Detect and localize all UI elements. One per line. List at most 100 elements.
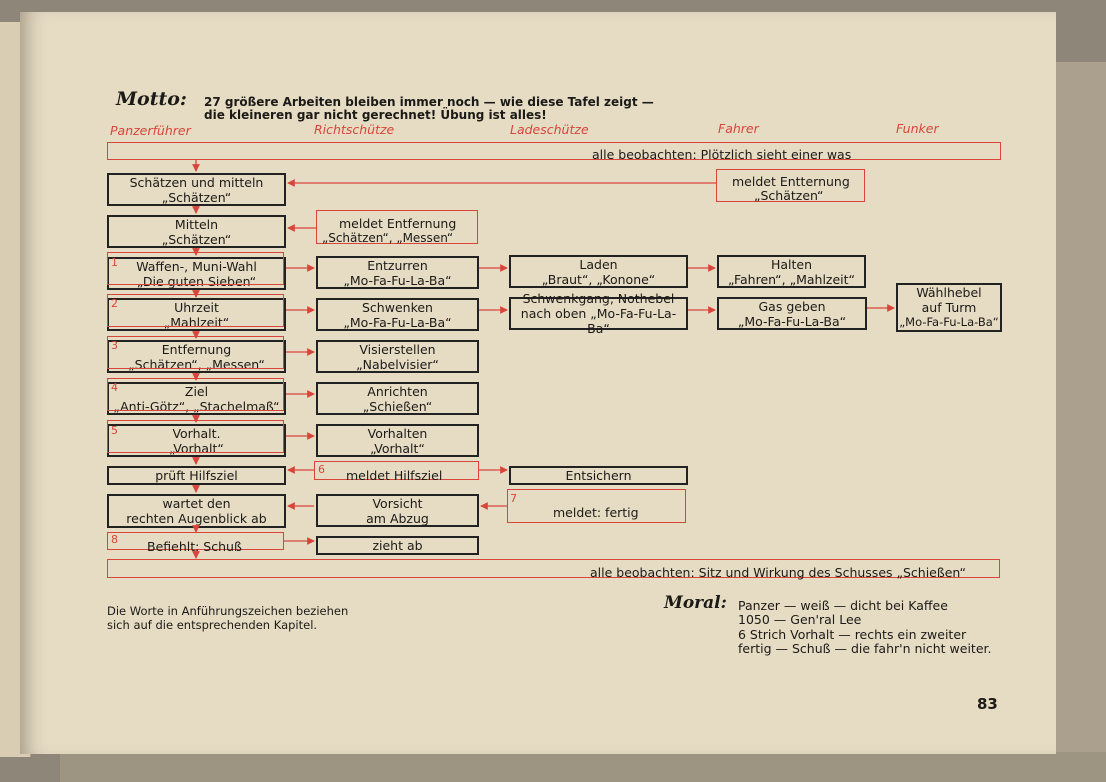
- column-header-richtschuetze: Richtschütze: [314, 122, 395, 137]
- top-bar: [107, 142, 1001, 160]
- box-meldet-entternung: [716, 169, 865, 202]
- box-text: „Mahlzeit“: [163, 314, 230, 330]
- box-text: meldet Hilfsziel: [346, 468, 443, 483]
- box-zieht-ab: zieht ab: [316, 536, 479, 555]
- box-text: nach oben „Mo-Fa-Fu-La-Ba“: [520, 306, 677, 336]
- step-number: 1: [111, 256, 118, 269]
- moral-label: Moral:: [664, 593, 727, 613]
- column-header-panzerfuehrer: Panzerführer: [110, 123, 191, 138]
- box-text: „Mo-Fa-Fu-La-Ba“: [343, 314, 452, 330]
- box-schaetzen-mitteln: Schätzen und mitteln„Schätzen“: [107, 173, 286, 206]
- box-text: „Schießen“: [362, 398, 433, 414]
- motto-label: Motto:: [116, 88, 187, 110]
- step-number: 8: [111, 533, 118, 546]
- box-meldet-hilfsziel: [314, 461, 479, 480]
- column-header-funker: Funker: [896, 121, 939, 136]
- page-number: 83: [977, 695, 998, 713]
- moral-line-4: fertig — Schuß — die fahr'n nicht weiter…: [738, 641, 992, 656]
- box-text: Vorhalten: [367, 425, 428, 441]
- box-text: Entsichern: [565, 468, 632, 483]
- box-text: meldet Entternung: [732, 174, 850, 189]
- bottom-bar-text: alle beobachten: Sitz und Wirkung des Sc…: [590, 565, 966, 580]
- column-header-fahrer: Fahrer: [718, 121, 759, 136]
- box-text: Entzurren: [367, 257, 428, 273]
- box-text: Waffen-, Muni-Wahl: [136, 258, 257, 274]
- box-text: „Schätzen“, „Messen“: [322, 231, 454, 245]
- box-vorhalten: Vorhalten„Vorhalt“: [316, 424, 479, 457]
- box-text: zieht ab: [372, 538, 423, 553]
- box-meldet-entfernung: [316, 210, 478, 244]
- box-text: Schwenken: [362, 299, 433, 315]
- box-schwenken: Schwenken„Mo-Fa-Fu-La-Ba“: [316, 298, 479, 331]
- box-text: „Schätzen“: [754, 188, 824, 203]
- box-text: meldet: fertig: [553, 505, 639, 520]
- box-text: Wählhebel: [916, 285, 982, 300]
- box-text: Entfernung: [161, 341, 232, 357]
- box-entzurren: Entzurren„Mo-Fa-Fu-La-Ba“: [316, 256, 479, 289]
- box-text: Laden: [579, 256, 618, 272]
- box-entfernung: Entfernung„Schätzen“, „Messen“: [107, 340, 286, 373]
- box-text: Halten: [770, 256, 813, 272]
- box-text: Vorsicht: [372, 495, 423, 511]
- box-text: prüft Hilfsziel: [155, 468, 238, 483]
- step-number: 6: [318, 463, 325, 476]
- box-halten: Halten„Fahren“, „Mahlzeit“: [717, 255, 866, 288]
- box-text: Visierstellen: [359, 341, 436, 357]
- top-bar-text: alle beobachten: Plötzlich sieht einer w…: [592, 147, 852, 162]
- box-meldet-fertig: [507, 489, 686, 523]
- box-text: „Vorhalt“: [169, 440, 224, 456]
- step-number: 3: [111, 339, 118, 352]
- box-text: Schätzen und mitteln: [129, 174, 264, 190]
- motto-line-2: die kleineren gar nicht gerechnet! Übung…: [204, 108, 547, 122]
- box-text: „Anti-Götz“, „Stachelmaß“: [113, 398, 280, 414]
- box-text: „Schätzen“: [161, 231, 232, 247]
- box-text: am Abzug: [366, 510, 429, 526]
- box-text: „Schätzen“, „Messen“: [128, 356, 265, 372]
- box-text: Ziel: [184, 383, 209, 399]
- book-cover-bottom: [60, 752, 1106, 782]
- box-text: „Mo-Fa-Fu-La-Ba“: [343, 272, 452, 288]
- bottom-bar: [107, 559, 1000, 578]
- box-entsichern: Entsichern: [509, 466, 688, 485]
- step-number: 7: [510, 492, 517, 505]
- box-text: Gas geben: [758, 298, 826, 314]
- box-text: Anrichten: [367, 383, 428, 399]
- step-number: 4: [111, 381, 118, 394]
- box-text: meldet Entfernung: [339, 216, 457, 231]
- box-uhrzeit: Uhrzeit„Mahlzeit“: [107, 298, 286, 331]
- box-text: Uhrzeit: [174, 299, 219, 315]
- column-header-ladeschuetze: Ladeschütze: [510, 122, 589, 137]
- box-gas-geben: Gas geben„Mo-Fa-Fu-La-Ba“: [717, 297, 867, 330]
- box-text: „Mo-Fa-Fu-La-Ba“: [899, 315, 999, 329]
- box-text: auf Turm: [921, 300, 977, 315]
- box-text: „Fahren“, „Mahlzeit“: [727, 271, 856, 287]
- box-text: wartet den: [162, 496, 231, 511]
- step-number: 5: [111, 424, 118, 437]
- box-text: „Schätzen“: [161, 189, 232, 205]
- footnote-line-1: Die Worte in Anführungszeichen beziehen: [107, 604, 349, 618]
- step-number: 2: [111, 297, 118, 310]
- moral-line-2: 1050 — Gen'ral Lee: [738, 612, 862, 627]
- box-text: „Vorhalt“: [370, 440, 425, 456]
- box-text: Befiehlt: Schuß: [147, 539, 242, 554]
- box-vorhalt: Vorhalt.„Vorhalt“: [107, 424, 286, 457]
- box-text: „Nabelvisier“: [356, 356, 439, 372]
- moral-line-1: Panzer — weiß — dicht bei Kaffee: [738, 598, 948, 613]
- box-visierstellen: Visierstellen„Nabelvisier“: [316, 340, 479, 373]
- box-text: rechten Augenblick ab: [126, 511, 267, 526]
- box-text: Schwenkgang, Nothebel: [522, 291, 675, 306]
- box-anrichten: Anrichten„Schießen“: [316, 382, 479, 415]
- box-text: Vorhalt.: [172, 425, 221, 441]
- moral-line-3: 6 Strich Vorhalt — rechts ein zweiter: [738, 627, 967, 642]
- box-text: „Mo-Fa-Fu-La-Ba“: [737, 313, 847, 329]
- box-prueft-hilfsziel: prüft Hilfsziel: [107, 466, 286, 485]
- box-ziel: Ziel„Anti-Götz“, „Stachelmaß“: [107, 382, 286, 415]
- box-mitteln: Mitteln„Schätzen“: [107, 215, 286, 248]
- footnote-line-2: sich auf die entsprechenden Kapitel.: [107, 618, 318, 632]
